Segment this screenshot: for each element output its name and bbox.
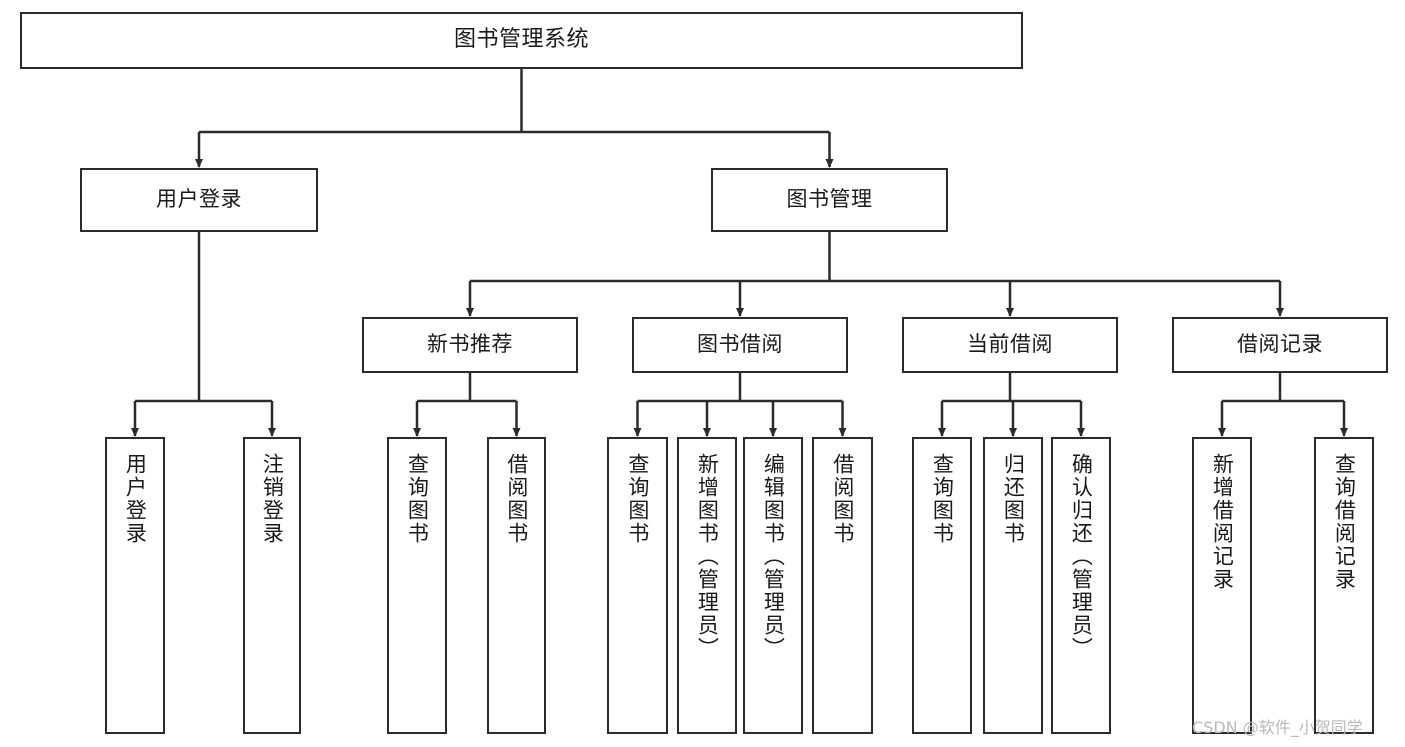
node-label: 借阅图书: [830, 453, 855, 545]
node-label: 图书管理: [786, 187, 873, 212]
edge-paths: [131, 69, 1348, 437]
node-label: 新增借阅记录: [1210, 453, 1235, 591]
node-label: 查询借阅记录: [1332, 453, 1357, 591]
node-label: 当前借阅: [967, 332, 1053, 357]
node-label: 查询图书: [930, 453, 955, 545]
node-book-mgmt[interactable]: 图书管理: [711, 168, 948, 232]
node-leaf-borrow-book-2[interactable]: 借阅图书: [812, 437, 873, 734]
node-label: 借阅记录: [1237, 332, 1323, 357]
node-leaf-confirm-return[interactable]: 确认归还（管理员）: [1051, 437, 1111, 734]
node-label: 查询图书: [625, 453, 650, 545]
node-label: 图书借阅: [697, 332, 783, 357]
node-leaf-add-book[interactable]: 新增图书（管理员）: [677, 437, 737, 734]
node-current-borrow[interactable]: 当前借阅: [902, 317, 1118, 373]
node-label: 新增图书（管理员）: [695, 453, 720, 660]
node-book-borrow[interactable]: 图书借阅: [632, 317, 848, 373]
node-leaf-query-record[interactable]: 查询借阅记录: [1314, 437, 1374, 734]
node-leaf-add-record[interactable]: 新增借阅记录: [1192, 437, 1252, 734]
node-label: 编辑图书（管理员）: [761, 453, 786, 660]
node-label: 借阅图书: [504, 453, 529, 545]
node-label: 用户登录: [156, 187, 242, 212]
node-leaf-edit-book[interactable]: 编辑图书（管理员）: [743, 437, 803, 734]
node-leaf-query-book-1[interactable]: 查询图书: [387, 437, 447, 734]
node-leaf-user-login[interactable]: 用户登录: [105, 437, 165, 734]
node-root[interactable]: 图书管理系统: [20, 12, 1023, 69]
node-label: 图书管理系统: [453, 27, 589, 53]
node-borrow-record[interactable]: 借阅记录: [1172, 317, 1388, 373]
node-new-book-rec[interactable]: 新书推荐: [362, 317, 578, 373]
watermark-label: CSDN @软件_小贺同学: [1192, 718, 1363, 737]
node-label: 用户登录: [123, 453, 148, 545]
node-leaf-query-book-3[interactable]: 查询图书: [912, 437, 972, 734]
node-leaf-return-book[interactable]: 归还图书: [983, 437, 1043, 734]
node-leaf-borrow-book-1[interactable]: 借阅图书: [487, 437, 546, 734]
node-leaf-query-book-2[interactable]: 查询图书: [607, 437, 668, 734]
node-leaf-logout[interactable]: 注销登录: [243, 437, 301, 734]
node-label: 新书推荐: [427, 332, 513, 357]
node-label: 归还图书: [1001, 453, 1026, 545]
node-label: 确认归还（管理员）: [1069, 453, 1094, 660]
node-user-login[interactable]: 用户登录: [80, 168, 318, 232]
node-label: 注销登录: [260, 453, 285, 545]
node-label: 查询图书: [405, 453, 430, 545]
